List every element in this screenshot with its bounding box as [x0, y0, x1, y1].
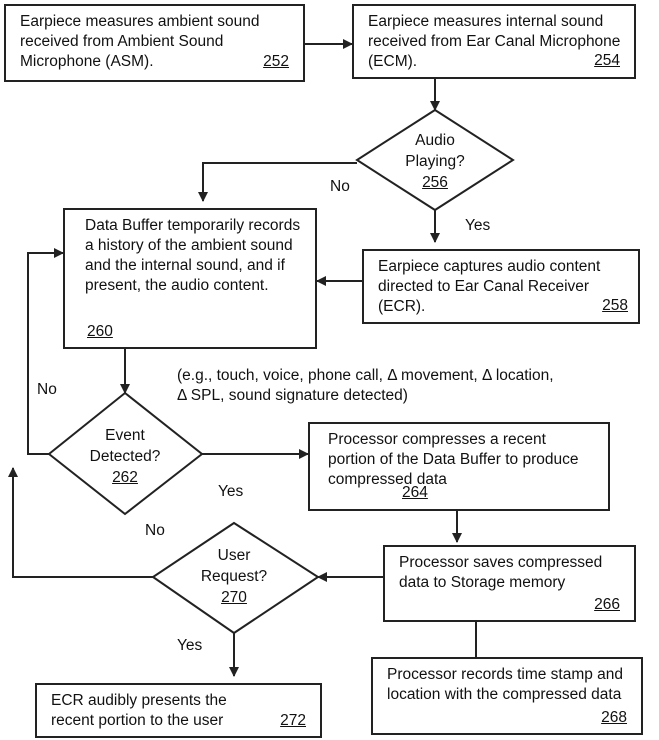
decision-270-line2: Request? [184, 566, 284, 587]
event-examples-line1: (e.g., touch, voice, phone call, Δ movem… [177, 366, 554, 386]
label-yes-256: Yes [465, 216, 490, 236]
process-box-266: Processor saves compressed data to Stora… [383, 545, 636, 622]
decision-256-line1: Audio [385, 130, 485, 151]
label-yes-262: Yes [218, 482, 243, 502]
decision-text-262: Event Detected? 262 [75, 425, 175, 488]
ref-number-268: 268 [601, 708, 627, 728]
process-box-260: Data Buffer temporarily records a histor… [63, 208, 317, 349]
ref-number-272: 272 [280, 711, 306, 731]
ref-number-252: 252 [263, 52, 289, 72]
ref-number-262: 262 [75, 467, 175, 488]
ref-number-256: 256 [385, 172, 485, 193]
decision-text-270: User Request? 270 [184, 545, 284, 608]
decision-256-line2: Playing? [385, 151, 485, 172]
label-no-270: No [145, 521, 165, 541]
decision-270-line1: User [184, 545, 284, 566]
ref-number-270: 270 [184, 587, 284, 608]
process-text-260: Data Buffer temporarily records a histor… [85, 217, 300, 294]
process-text-266: Processor saves compressed data to Stora… [399, 554, 602, 591]
process-box-254: Earpiece measures internal sound receive… [352, 4, 636, 79]
process-text-252: Earpiece measures ambient sound received… [20, 13, 260, 70]
process-box-268: Processor records time stamp and locatio… [371, 657, 643, 735]
ref-number-266: 266 [594, 595, 620, 615]
process-text-254: Earpiece measures internal sound receive… [368, 13, 620, 70]
ref-number-258: 258 [602, 296, 628, 316]
decision-text-256: Audio Playing? 256 [385, 130, 485, 193]
ref-number-264: 264 [402, 483, 428, 503]
ref-number-254: 254 [594, 51, 620, 71]
ref-number-260: 260 [87, 322, 113, 342]
process-text-272: ECR audibly presents the recent portion … [51, 692, 227, 729]
process-text-268: Processor records time stamp and locatio… [387, 666, 623, 703]
label-no-262: No [37, 380, 57, 400]
process-text-258: Earpiece captures audio content directed… [378, 258, 600, 315]
arrow-262-no-to-260 [28, 253, 63, 454]
event-examples-line2: Δ SPL, sound signature detected) [177, 386, 408, 406]
process-text-264: Processor compresses a recent portion of… [328, 431, 578, 488]
process-box-272: ECR audibly presents the recent portion … [35, 683, 322, 738]
decision-262-line1: Event [75, 425, 175, 446]
process-box-264: Processor compresses a recent portion of… [308, 422, 610, 511]
process-box-252: Earpiece measures ambient sound received… [4, 4, 305, 82]
process-box-258: Earpiece captures audio content directed… [362, 249, 640, 324]
decision-262-line2: Detected? [75, 446, 175, 467]
label-no-256: No [330, 177, 350, 197]
label-yes-270: Yes [177, 636, 202, 656]
